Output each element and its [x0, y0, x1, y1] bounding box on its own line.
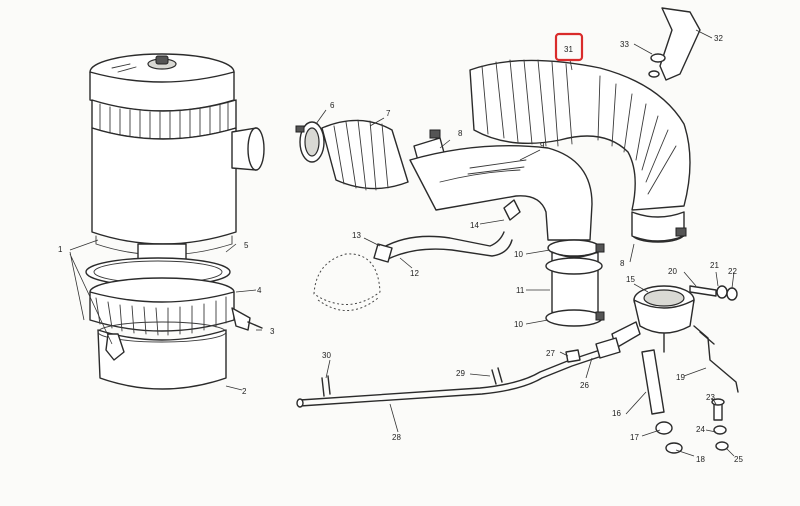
callout-3: 3: [270, 327, 275, 336]
callout-31-highlight-box: [554, 32, 584, 62]
callout-7: 7: [386, 109, 391, 118]
callout-9: 9: [540, 141, 545, 150]
callout-29: 29: [456, 369, 465, 378]
callout-24: 24: [696, 425, 705, 434]
callout-21: 21: [710, 261, 719, 270]
callout-13: 13: [352, 231, 361, 240]
callout-19: 19: [676, 373, 685, 382]
callout-25: 25: [734, 455, 743, 464]
callout-17: 17: [630, 433, 639, 442]
callout-15: 15: [626, 275, 635, 284]
callout-26: 26: [580, 381, 589, 390]
callout-28: 28: [392, 433, 401, 442]
callout-10b: 10: [514, 320, 523, 329]
callout-4: 4: [257, 286, 262, 295]
callout-32: 32: [714, 34, 723, 43]
callout-8a: 8: [458, 129, 463, 138]
callout-16: 16: [612, 409, 621, 418]
callout-18: 18: [696, 455, 705, 464]
callout-30: 30: [322, 351, 331, 360]
intake-hose-assembly: [295, 119, 605, 327]
callout-6: 6: [330, 101, 335, 110]
callout-11: 11: [516, 286, 525, 295]
intake-bellows: [469, 7, 701, 243]
callout-33: 33: [620, 40, 629, 49]
callout-22: 22: [728, 267, 737, 276]
callout-27: 27: [546, 349, 555, 358]
breather-valve-assembly: [611, 285, 739, 454]
callout-14: 14: [470, 221, 479, 230]
callout-20: 20: [668, 267, 677, 276]
leader-lines: [69, 29, 735, 457]
callout-8b: 8: [620, 259, 625, 268]
callout-labels: 1 2 3 4 5 6 7 8 8 9 10 10 11 12 13 14 15…: [58, 34, 743, 464]
callout-12: 12: [410, 269, 419, 278]
callout-1: 1: [58, 245, 63, 254]
breather-pipe: [296, 337, 621, 408]
callout-23: 23: [706, 393, 715, 402]
air-filter-assembly: [85, 53, 265, 390]
callout-31: 31: [564, 45, 573, 54]
callout-10a: 10: [514, 250, 523, 259]
callout-2: 2: [242, 387, 247, 396]
callout-5: 5: [244, 241, 249, 250]
